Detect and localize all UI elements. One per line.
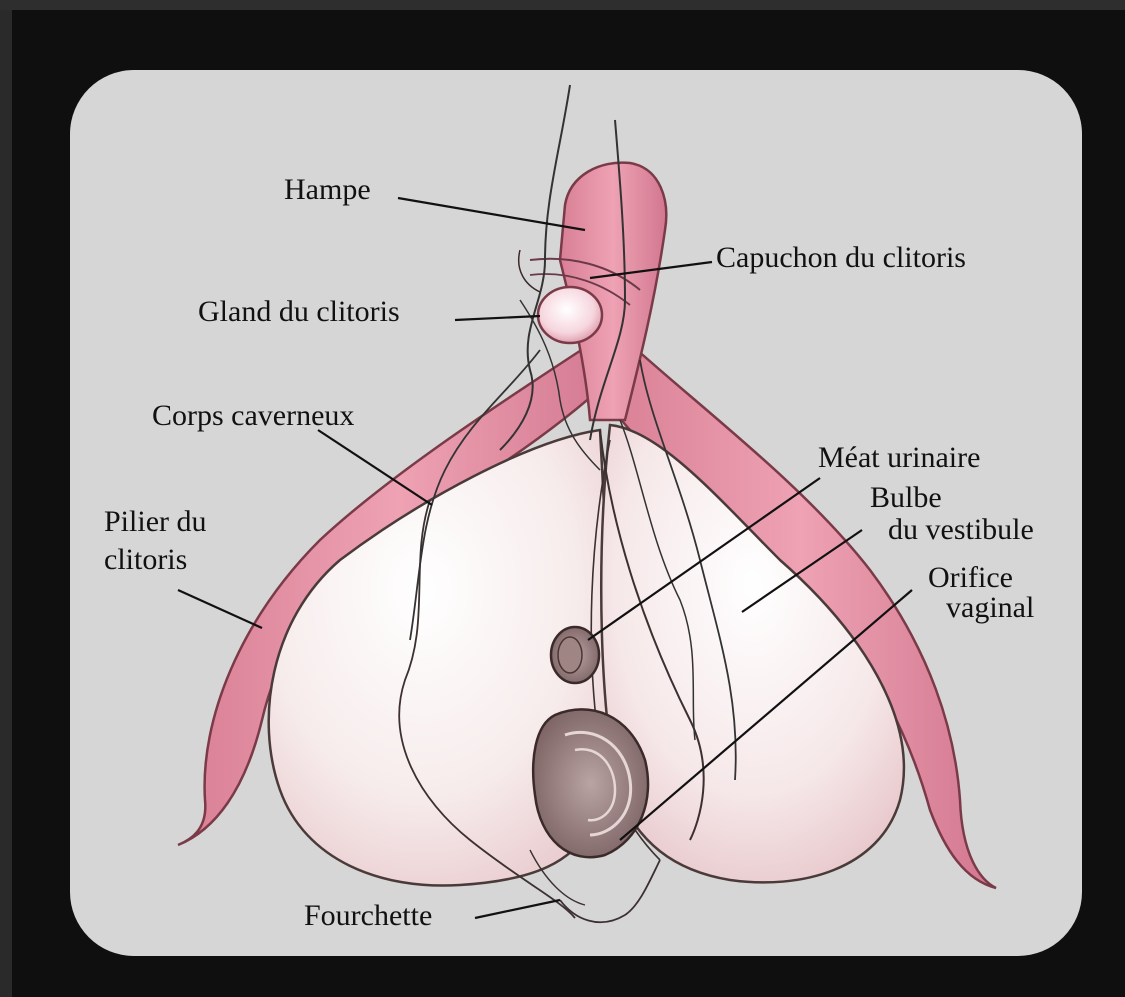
label-gland-du-clitoris: Gland du clitoris <box>198 298 400 326</box>
label-pilier-du-clitoris-line2: clitoris <box>104 546 187 574</box>
label-hampe: Hampe <box>284 176 371 204</box>
label-pilier-du-clitoris-line1: Pilier du <box>104 508 207 536</box>
label-capuchon-du-clitoris: Capuchon du clitoris <box>716 244 966 272</box>
label-bulbe-line1: Bulbe <box>870 484 942 512</box>
label-bulbe-line2: du vestibule <box>888 516 1034 544</box>
label-orifice-line1: Orifice <box>928 564 1013 592</box>
label-meat-urinaire: Méat urinaire <box>818 444 980 472</box>
label-fourchette: Fourchette <box>304 902 432 930</box>
label-orifice-line2: vaginal <box>946 594 1034 622</box>
clitoral-glans <box>538 287 602 343</box>
label-corps-caverneux: Corps caverneux <box>152 402 354 430</box>
